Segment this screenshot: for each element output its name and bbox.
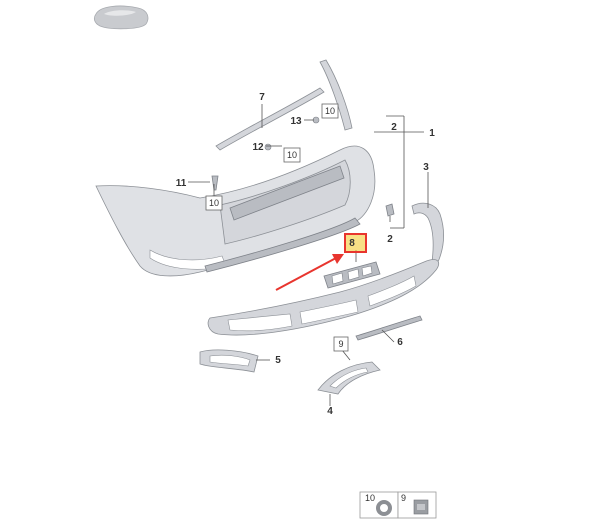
upper-trim-strip [215,87,325,151]
fog-light-trim-left [199,349,259,373]
ref-box-10-left: 10 [205,195,223,211]
side-bracket [411,202,444,263]
callout-12: 12 [252,142,264,153]
svg-text:10: 10 [287,150,297,160]
screw-part-12 [264,143,272,151]
part-8-bracket[interactable] [323,261,381,289]
callout-7: 7 [259,92,265,103]
callout-2-bottom: 2 [387,234,393,245]
callout-2-top: 2 [391,122,397,133]
svg-text:10: 10 [209,198,219,208]
callout-6: 6 [397,337,403,348]
svg-text:8: 8 [349,238,355,249]
lower-grille [207,259,440,336]
callout-11: 11 [176,178,187,189]
car-thumbnail-icon[interactable] [93,5,149,30]
fog-light-trim-right [317,361,381,395]
legend-box-9: 9 [397,491,437,519]
red-arrow-icon [275,254,344,291]
svg-text:10: 10 [325,106,335,116]
leader-lines [188,104,429,406]
svg-text:9: 9 [338,339,343,349]
grommet-icon [376,500,392,516]
callout-4: 4 [327,406,333,417]
ref-box-9: 9 [333,336,349,352]
clip-part [385,203,395,217]
callout-1: 1 [429,128,435,139]
bumper-cover [95,59,376,277]
lower-trim-strip [355,315,423,341]
fastener-icon [413,499,429,515]
callout-8-highlight[interactable]: 8 [344,233,367,253]
svg-text:9: 9 [401,493,406,503]
ref-box-10-top: 10 [321,103,339,119]
callout-13: 13 [290,116,302,127]
screw-part-11 [211,175,219,191]
callout-3: 3 [423,162,429,173]
callout-5: 5 [275,355,281,366]
svg-text:10: 10 [365,493,375,503]
ref-box-10-middle: 10 [283,147,301,163]
legend-box-10: 10 [359,491,399,519]
